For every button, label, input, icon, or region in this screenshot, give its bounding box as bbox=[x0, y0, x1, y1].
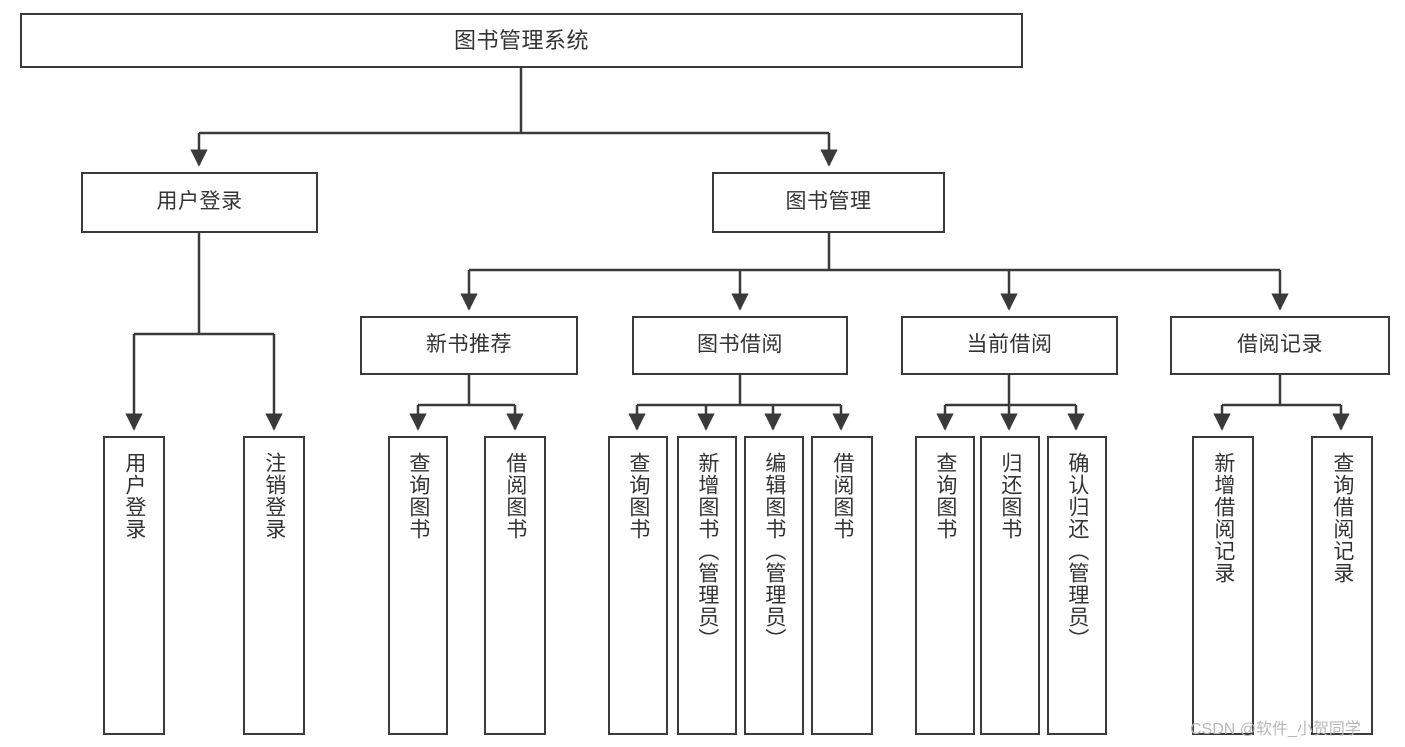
leaf-query-book-borrow[interactable]: 查询图书 bbox=[608, 436, 668, 735]
leaf-borrow-book[interactable]: 借阅图书 bbox=[811, 436, 873, 735]
node-root-label: 图书管理系统 bbox=[453, 27, 589, 53]
leaf-edit-book-admin-label: 编辑图书（管理员） bbox=[762, 452, 786, 650]
leaf-borrow-book-recommend-label: 借阅图书 bbox=[503, 452, 527, 540]
node-borrow-record[interactable]: 借阅记录 bbox=[1170, 316, 1390, 375]
leaf-user-login-label: 用户登录 bbox=[122, 452, 146, 540]
leaf-borrow-book-label: 借阅图书 bbox=[830, 452, 854, 540]
node-book-borrow[interactable]: 图书借阅 bbox=[632, 316, 848, 375]
node-new-book-recommend[interactable]: 新书推荐 bbox=[360, 316, 578, 375]
node-user-login[interactable]: 用户登录 bbox=[81, 172, 318, 233]
leaf-edit-book-admin[interactable]: 编辑图书（管理员） bbox=[744, 436, 804, 735]
node-new-book-recommend-label: 新书推荐 bbox=[426, 333, 512, 357]
leaf-query-book-recommend-label: 查询图书 bbox=[406, 452, 430, 540]
leaf-query-book-current-label: 查询图书 bbox=[933, 452, 957, 540]
leaf-add-borrow-record[interactable]: 新增借阅记录 bbox=[1192, 436, 1254, 735]
leaf-add-book-admin-label: 新增图书（管理员） bbox=[695, 452, 719, 650]
leaf-query-borrow-record[interactable]: 查询借阅记录 bbox=[1311, 436, 1373, 735]
leaf-user-login[interactable]: 用户登录 bbox=[103, 436, 165, 735]
leaf-confirm-return-admin[interactable]: 确认归还（管理员） bbox=[1047, 436, 1107, 735]
leaf-confirm-return-admin-label: 确认归还（管理员） bbox=[1065, 452, 1089, 650]
leaf-query-book-borrow-label: 查询图书 bbox=[626, 452, 650, 540]
node-root[interactable]: 图书管理系统 bbox=[20, 13, 1023, 68]
leaf-borrow-book-recommend[interactable]: 借阅图书 bbox=[484, 436, 546, 735]
node-current-borrow-label: 当前借阅 bbox=[966, 333, 1053, 357]
leaf-add-book-admin[interactable]: 新增图书（管理员） bbox=[677, 436, 737, 735]
leaf-query-book-recommend[interactable]: 查询图书 bbox=[388, 436, 448, 735]
leaf-query-borrow-record-label: 查询借阅记录 bbox=[1330, 452, 1354, 584]
node-book-borrow-label: 图书借阅 bbox=[697, 333, 783, 357]
leaf-logout-label: 注销登录 bbox=[262, 452, 286, 540]
leaf-query-book-current[interactable]: 查询图书 bbox=[915, 436, 975, 735]
csdn-watermark: CSDN @软件_小贺同学 bbox=[1190, 721, 1361, 738]
leaf-return-book[interactable]: 归还图书 bbox=[980, 436, 1040, 735]
node-book-management[interactable]: 图书管理 bbox=[712, 172, 945, 233]
leaf-return-book-label: 归还图书 bbox=[998, 452, 1022, 540]
leaf-add-borrow-record-label: 新增借阅记录 bbox=[1211, 452, 1235, 584]
node-user-login-label: 用户登录 bbox=[156, 190, 243, 214]
node-current-borrow[interactable]: 当前借阅 bbox=[901, 316, 1118, 375]
leaf-logout[interactable]: 注销登录 bbox=[243, 436, 305, 735]
node-book-management-label: 图书管理 bbox=[785, 190, 872, 214]
node-borrow-record-label: 借阅记录 bbox=[1237, 333, 1323, 357]
